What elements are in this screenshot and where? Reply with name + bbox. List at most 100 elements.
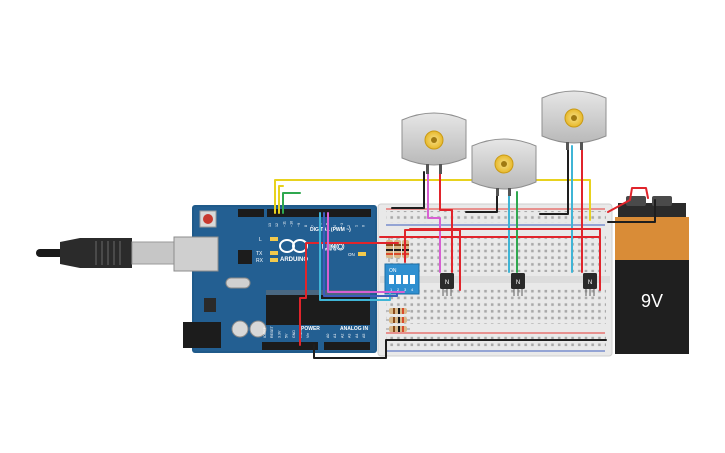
transistor-1[interactable]: N [440, 273, 454, 296]
dc-motor-3[interactable] [541, 90, 607, 150]
wire-black-battery[interactable] [607, 199, 656, 223]
motor-gear-icon [494, 154, 514, 174]
transistor-2[interactable]: N [511, 273, 525, 296]
dip-switch[interactable]: ON 1 2 3 4 [384, 263, 420, 295]
crystal [225, 277, 251, 289]
digital-header-label: DIGITAL (PWM ~) [310, 227, 351, 233]
dip-toggle-1[interactable] [389, 275, 394, 284]
dc-power-jack [183, 322, 221, 348]
led-tx-indicator [270, 251, 278, 255]
digital-pin-label: 7 [311, 225, 315, 227]
digital-pin-label: 12 [275, 223, 279, 227]
motor-gear-icon [424, 130, 444, 150]
usb-cable[interactable] [36, 238, 175, 268]
dip-number-1: 1 [390, 287, 393, 292]
dip-switch-on-label: ON [389, 268, 397, 274]
digital-pin-label: 2 [347, 225, 351, 227]
motor-gear-icon [564, 108, 584, 128]
led-rx-indicator [270, 258, 278, 262]
arduino-brand-label: ARDUINO [280, 257, 308, 263]
battery-voltage-label: 9V [641, 291, 663, 311]
wire-motor1-red[interactable] [439, 171, 453, 273]
usb-grip-ridges-icon [95, 241, 121, 265]
power-pin-label: IOREF [263, 326, 267, 338]
usb-chip [238, 250, 252, 264]
analog-pin-label: A0 [326, 334, 330, 338]
nine-volt-battery[interactable]: 9V [615, 196, 689, 354]
digital-pin-label: 0 [362, 225, 366, 227]
transistor-3-label: N [588, 280, 592, 286]
wire-green[interactable] [282, 192, 301, 214]
transistor-2-label: N [516, 280, 520, 286]
breadboard[interactable] [377, 203, 613, 357]
bottom-power-rail[interactable] [386, 335, 606, 348]
analog-header[interactable] [324, 342, 370, 350]
digital-pin-label: 13 [268, 223, 272, 227]
arduino-uno-board[interactable]: L TX RX ON ARDUINO UNO DIGITAL (PWM ~) P… [173, 205, 377, 353]
power-header-label: POWER [301, 326, 320, 332]
transistor-1-label: N [445, 280, 449, 286]
wire-red-5v[interactable] [299, 242, 399, 346]
analog-pin-label: A1 [333, 334, 337, 338]
digital-pin-label: 4 [333, 225, 337, 227]
power-pin-label: 3.3V [277, 330, 281, 338]
led-tx-label: TX [256, 251, 263, 257]
dip-number-2: 2 [397, 287, 400, 292]
voltage-regulator [204, 298, 216, 312]
wire-black-gnd[interactable] [313, 339, 607, 359]
wire-motor3-black[interactable] [539, 145, 569, 215]
dc-motor-2[interactable] [471, 138, 537, 196]
arduino-model-label: UNO [322, 242, 344, 253]
power-pin-label: RESET [270, 325, 274, 338]
breadboard-terminal-top[interactable] [386, 236, 606, 272]
resistor[interactable] [386, 308, 410, 314]
capacitor [231, 320, 249, 338]
dip-number-4: 4 [411, 287, 414, 292]
digital-pin-label: ~10 [290, 221, 294, 227]
led-l-label: L [259, 237, 262, 243]
digital-pin-label: ~3 [340, 223, 344, 227]
usb-b-port [173, 236, 219, 272]
power-pin-label: Vin [306, 333, 310, 338]
center-channel [380, 276, 610, 283]
resistor[interactable] [386, 317, 410, 323]
led-on-label: ON [348, 252, 355, 257]
dip-switch-toggles[interactable] [389, 275, 415, 284]
analog-pin-label: A2 [340, 334, 344, 338]
wire-motor1-black[interactable] [391, 171, 425, 209]
power-pin-label: 5V [285, 333, 289, 338]
led-rx-label: RX [256, 258, 264, 264]
reset-button[interactable] [199, 210, 217, 228]
analog-pin-label: A3 [348, 334, 352, 338]
wire-yellow[interactable] [274, 179, 591, 221]
analog-header-label: ANALOG IN [340, 326, 368, 332]
analog-pin-label: A4 [355, 334, 359, 338]
resistor[interactable] [386, 326, 410, 332]
led-on-indicator [358, 252, 366, 256]
analog-pin-label: A5 [362, 334, 366, 338]
digital-pin-label: 8 [304, 225, 308, 227]
dip-toggle-2[interactable] [396, 275, 401, 284]
power-pin-label: GND [292, 330, 296, 338]
digital-pin-label: 1 [354, 225, 358, 227]
wire-magenta[interactable] [327, 212, 405, 293]
dc-motor-1[interactable] [401, 112, 467, 174]
led-l-indicator [270, 237, 278, 241]
breadboard-terminal-bottom[interactable] [386, 288, 606, 324]
dip-number-3: 3 [404, 287, 407, 292]
wire-blue[interactable] [323, 212, 398, 297]
wire-t3-red[interactable] [409, 228, 601, 291]
wire-red-battery[interactable] [607, 187, 649, 213]
transistor-3[interactable]: N [583, 273, 597, 296]
power-header[interactable] [262, 342, 318, 350]
dip-toggle-3[interactable] [403, 275, 408, 284]
capacitor [249, 320, 267, 338]
wire-motor1-magenta[interactable] [427, 171, 441, 273]
digital-pin-label: ~9 [297, 223, 301, 227]
wires[interactable] [274, 145, 656, 359]
dip-toggle-4[interactable] [410, 275, 415, 284]
wire-motor2-black[interactable] [465, 191, 498, 213]
wire-yellow-2[interactable] [278, 185, 284, 214]
